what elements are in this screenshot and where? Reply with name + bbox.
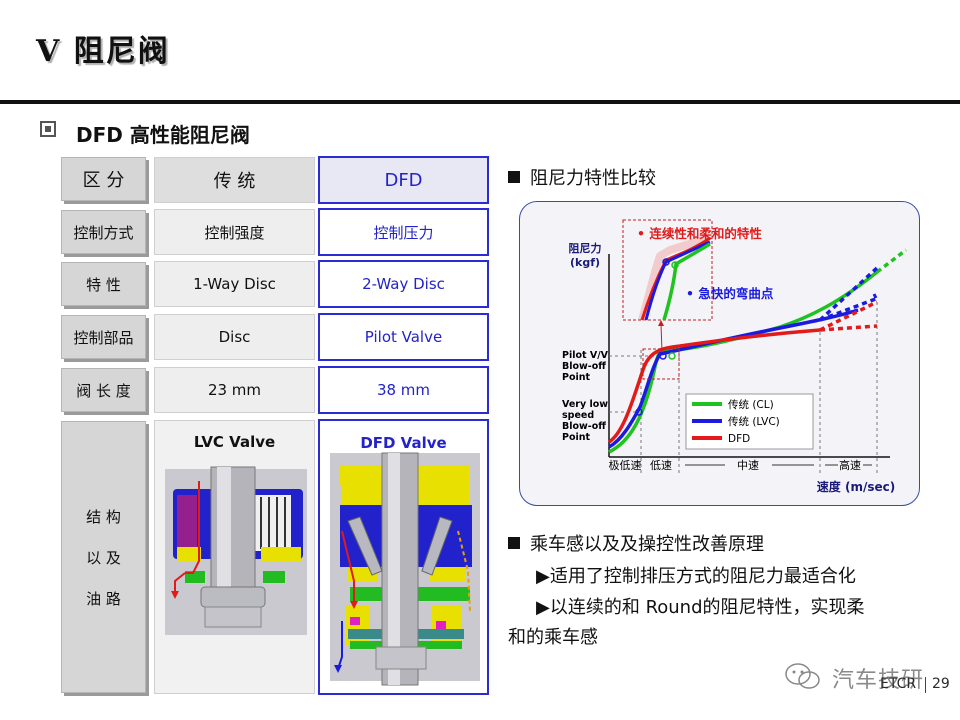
structure-label-line1: 结 构 (86, 507, 121, 526)
header-traditional: 传 统 (154, 157, 315, 203)
vlow-label-4: Point (562, 432, 591, 443)
point-continuous-damping-cont: 和的乘车感 (508, 627, 598, 648)
y-axis-label-1: 阻尼力 (569, 241, 602, 255)
cell-dfd-characteristic: 2-Way Disc (318, 260, 489, 308)
zone-label-very-low: 极低速 (609, 458, 642, 472)
row-label-valve-length: 阀 长 度 (61, 368, 146, 412)
vlow-label-1: Very low (562, 399, 608, 410)
heading-ride-comfort: 乘车感以及及操控性改善原理 (508, 530, 764, 556)
vlow-label-2: speed (562, 410, 594, 421)
dfd-valve-panel: DFD Valve (318, 419, 489, 695)
pilot-label-2: Blow-off (562, 361, 606, 372)
cell-dfd-control-method: 控制压力 (318, 208, 489, 256)
zone-label-high: 高速 (839, 458, 861, 472)
lvc-valve-title: LVC Valve (193, 433, 276, 451)
series-dfd-line (607, 328, 821, 444)
cell-traditional-control-part: Disc (154, 314, 315, 360)
point-continuous-damping: ▶以连续的和 Round的阻尼特性，实现柔 (536, 597, 865, 618)
series-lvc-line (608, 308, 859, 449)
section-subtitle: DFD 高性能阻尼阀 (76, 123, 250, 147)
lvc-valve-panel: LVC Valve (154, 420, 315, 694)
title-divider (0, 100, 960, 104)
dfd-valve-diagram (330, 452, 480, 686)
header-dfd: DFD (318, 156, 489, 204)
structure-label-line3: 油 路 (86, 589, 121, 608)
row-label-control-part: 控制部品 (61, 315, 146, 359)
square-bullet-icon (508, 171, 520, 183)
heading-damping-comparison-text: 阻尼力特性比较 (530, 168, 656, 189)
heading-damping-comparison: 阻尼力特性比较 (508, 164, 656, 190)
heading-ride-comfort-text: 乘车感以及及操控性改善原理 (530, 534, 764, 555)
pilot-label-1: Pilot V/V (562, 350, 609, 361)
page-title: V 阻尼阀 (36, 34, 170, 69)
row-label-structure: 结 构 以 及 油 路 (61, 421, 146, 693)
annotation-knee: • 急快的弯曲点 (686, 286, 774, 301)
header-category: 区 分 (61, 157, 146, 201)
damping-chart-svg: 极低速 低速 中速 高速 阻尼力 (kgf) 速度 (m/sec) Pilot … (562, 219, 908, 494)
row-label-control-method: 控制方式 (61, 210, 146, 254)
zoom-inset (622, 219, 713, 321)
legend-label-lvc: 传统 (LVC) (728, 415, 780, 428)
cell-dfd-valve-length: 38 mm (318, 366, 489, 414)
wechat-icon (783, 660, 823, 692)
structure-label-line2: 以 及 (86, 548, 121, 567)
zone-label-mid: 中速 (737, 459, 759, 472)
zone-label-low: 低速 (650, 459, 672, 472)
legend-label-cl: 传统 (CL) (728, 398, 774, 411)
dfd-valve-title: DFD Valve (360, 434, 447, 452)
section-bullet-icon (40, 121, 56, 137)
legend-label-dfd: DFD (728, 433, 750, 445)
y-axis-label-2: (kgf) (570, 256, 600, 269)
watermark-text: 汽车技研 (832, 668, 925, 693)
point-optimization: ▶适用了控制排压方式的阻尼力最适合化 (536, 566, 856, 587)
cell-dfd-control-part: Pilot Valve (318, 313, 489, 361)
x-axis-label: 速度 (m/sec) (817, 479, 895, 494)
square-bullet-icon (508, 537, 520, 549)
row-label-characteristic: 特 性 (61, 262, 146, 306)
cell-traditional-characteristic: 1-Way Disc (154, 261, 315, 307)
cell-traditional-valve-length: 23 mm (154, 367, 315, 413)
vlow-label-3: Blow-off (562, 421, 606, 432)
pilot-label-3: Point (562, 372, 591, 383)
footer-divider (925, 677, 926, 693)
cell-traditional-control-method: 控制强度 (154, 209, 315, 255)
brand-mark: ETCR (880, 676, 917, 692)
page-number: 29 (932, 676, 950, 692)
damping-chart: 极低速 低速 中速 高速 阻尼力 (kgf) 速度 (m/sec) Pilot … (519, 201, 920, 506)
lvc-valve-diagram (165, 466, 307, 635)
annotation-continuous: • 连续性和柔和的特性 (637, 226, 762, 241)
